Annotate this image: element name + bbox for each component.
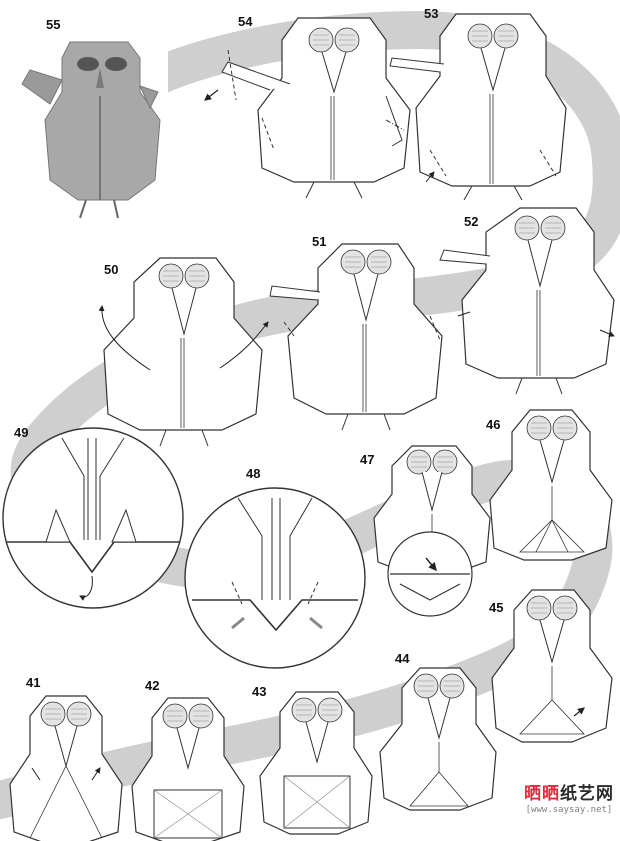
step-number-53: 53 <box>424 6 438 21</box>
step-number-44: 44 <box>395 651 409 666</box>
watermark-brand-dark: 纸艺网 <box>560 784 614 804</box>
step-47-model <box>374 446 490 616</box>
step-42-model <box>132 698 244 841</box>
step-48-detail <box>185 488 365 668</box>
step-number-47: 47 <box>360 452 374 467</box>
step-number-45: 45 <box>489 600 503 615</box>
step-52-model <box>440 208 614 394</box>
step-41-model <box>10 696 122 841</box>
step-50-model <box>102 258 268 446</box>
step-number-54: 54 <box>238 14 252 29</box>
site-watermark: 晒晒纸艺网 [www.saysay.net] <box>524 779 614 815</box>
step-number-49: 49 <box>14 425 28 440</box>
step-45-model <box>492 590 612 742</box>
step-46-model <box>490 410 612 560</box>
step-number-48: 48 <box>246 466 260 481</box>
step-number-46: 46 <box>486 417 500 432</box>
step-number-50: 50 <box>104 262 118 277</box>
step-number-43: 43 <box>252 684 266 699</box>
step-51-model <box>270 244 442 430</box>
step-number-52: 52 <box>464 214 478 229</box>
step-number-42: 42 <box>145 678 159 693</box>
watermark-brand: 晒晒纸艺网 <box>524 779 614 804</box>
step-49-detail <box>3 428 183 608</box>
step-55-photo <box>22 20 168 225</box>
step-number-51: 51 <box>312 234 326 249</box>
step-number-55: 55 <box>46 17 60 32</box>
watermark-url: [www.saysay.net] <box>524 805 614 815</box>
step-number-41: 41 <box>26 675 40 690</box>
watermark-brand-red: 晒晒 <box>524 784 560 804</box>
